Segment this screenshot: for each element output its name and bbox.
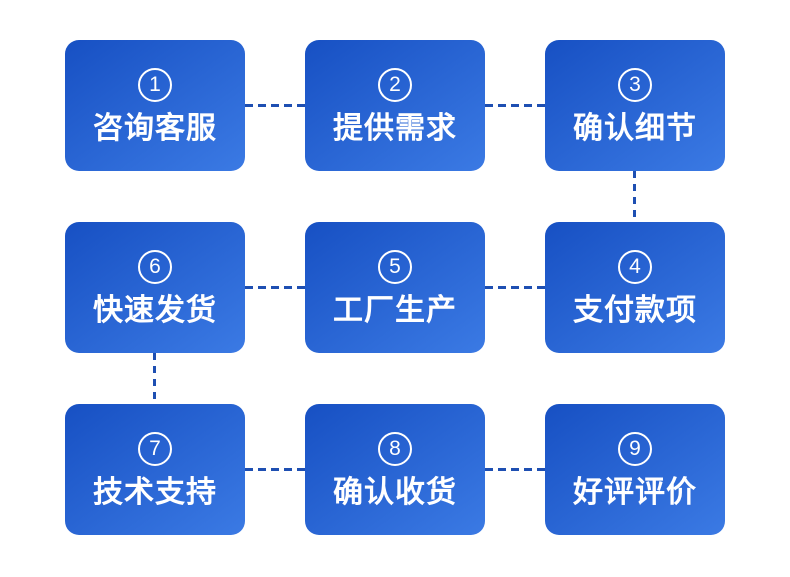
connector-dashed-5-6 bbox=[245, 286, 305, 289]
step-label: 咨询客服 bbox=[93, 111, 217, 145]
step-label: 确认收货 bbox=[333, 475, 457, 509]
step-label: 确认细节 bbox=[573, 111, 697, 145]
step-box-2: 2 提供需求 bbox=[305, 40, 485, 171]
step-box-1: 1 咨询客服 bbox=[65, 40, 245, 171]
connector-dashed-2-3 bbox=[485, 104, 545, 107]
circled-number-badge: 8 bbox=[378, 431, 412, 466]
step-box-9: 9 好评评价 bbox=[545, 404, 725, 535]
step-label: 技术支持 bbox=[93, 475, 217, 509]
circled-number-badge: 6 bbox=[138, 249, 172, 284]
connector-dashed-3-4 bbox=[633, 171, 636, 222]
step-label: 提供需求 bbox=[333, 111, 457, 145]
connector-dashed-6-7 bbox=[153, 353, 156, 404]
connector-dashed-4-5 bbox=[485, 286, 545, 289]
circled-number-badge: 3 bbox=[618, 67, 652, 102]
circled-number-badge: 5 bbox=[378, 249, 412, 284]
step-box-7: 7 技术支持 bbox=[65, 404, 245, 535]
step-label: 工厂生产 bbox=[333, 293, 457, 327]
connector-dashed-8-9 bbox=[485, 468, 545, 471]
circled-number-badge: 2 bbox=[378, 67, 412, 102]
connector-dashed-1-2 bbox=[245, 104, 305, 107]
step-box-5: 5 工厂生产 bbox=[305, 222, 485, 353]
step-label: 快速发货 bbox=[93, 293, 217, 327]
step-box-3: 3 确认细节 bbox=[545, 40, 725, 171]
circled-number-badge: 4 bbox=[618, 249, 652, 284]
connector-dashed-7-8 bbox=[245, 468, 305, 471]
step-box-4: 4 支付款项 bbox=[545, 222, 725, 353]
circled-number-badge: 9 bbox=[618, 431, 652, 466]
circled-number-badge: 1 bbox=[138, 67, 172, 102]
step-label: 支付款项 bbox=[573, 293, 697, 327]
step-box-8: 8 确认收货 bbox=[305, 404, 485, 535]
step-label: 好评评价 bbox=[573, 475, 697, 509]
circled-number-badge: 7 bbox=[138, 431, 172, 466]
step-box-6: 6 快速发货 bbox=[65, 222, 245, 353]
